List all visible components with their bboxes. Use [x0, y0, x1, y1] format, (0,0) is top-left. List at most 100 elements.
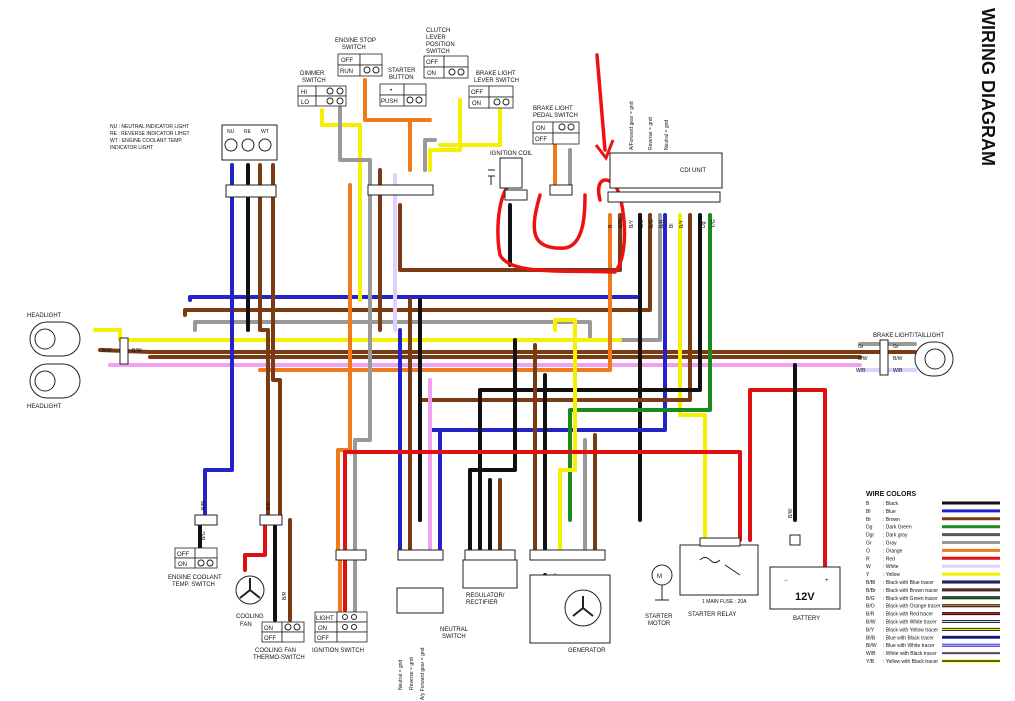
- wire-color-code: W/B: [866, 651, 876, 657]
- svg-text:CLUTCH: CLUTCH: [426, 28, 450, 34]
- indicator-connector: [225, 184, 277, 198]
- wire-color-code: Y/B: [866, 659, 875, 665]
- taillight: BRAKE LIGHT/TAILLIGHT Gr Gr B/W B/W W/B …: [856, 333, 954, 377]
- ignition-coil: IGNITION COIL: [488, 151, 533, 189]
- neutral-indicator-icon: [224, 138, 238, 152]
- svg-text:THERMO-SWITCH: THERMO-SWITCH: [253, 655, 305, 661]
- svg-text:1 MAIN FUSE : 20A: 1 MAIN FUSE : 20A: [702, 599, 747, 605]
- wire-color-name: : Black: [883, 501, 899, 507]
- starter-button: STARTER BUTTON • PUSH: [379, 68, 427, 107]
- svg-text:ON: ON: [264, 626, 273, 632]
- indicator-lights: NU RE WT: [221, 124, 278, 198]
- wire-color-code: Bl/B: [866, 635, 876, 641]
- svg-text:PUSH: PUSH: [381, 99, 398, 105]
- headlight-top-label: HEADLIGHT: [27, 313, 62, 319]
- svg-text:ON: ON: [318, 626, 327, 632]
- headlight-connector: [119, 337, 129, 365]
- wire-color-name: : Black with Brown tracer: [883, 588, 938, 594]
- svg-text:SWITCH: SWITCH: [442, 634, 466, 640]
- wire-color-code: B/O: [866, 604, 875, 610]
- svg-text:LEVER SWITCH: LEVER SWITCH: [474, 78, 519, 84]
- coil-connector: [504, 189, 528, 201]
- wire-color-code: B/W: [866, 620, 876, 626]
- wire-color-code: B/Br: [866, 588, 876, 594]
- wire-color-code: W: [866, 564, 871, 570]
- svg-text:B/W: B/W: [102, 348, 112, 354]
- fan-thermo-switch: ON OFF COOLING FAN THERMO-SWITCH: [253, 621, 305, 661]
- clutch-switch: CLUTCH LEVER POSITION SWITCH OFF ON: [423, 28, 469, 79]
- svg-text:•: •: [390, 88, 392, 94]
- wire-color-code: Dgr: [866, 533, 874, 539]
- svg-text:STARTER: STARTER: [388, 68, 416, 74]
- svg-text:−: −: [784, 578, 788, 584]
- cdi-wire-code: Bl: [669, 224, 675, 228]
- wire-color-code: Dg: [866, 525, 873, 531]
- svg-text:RUN: RUN: [340, 69, 353, 75]
- svg-text:ON: ON: [536, 126, 545, 132]
- headlight-bottom-label: HEADLIGHT: [27, 404, 62, 410]
- wire-color-name: : Brown: [883, 517, 900, 523]
- svg-text:REGULATOR/: REGULATOR/: [466, 593, 505, 599]
- starter-relay: 1 MAIN FUSE : 20A STARTER RELAY: [679, 537, 759, 618]
- svg-text:OFF: OFF: [426, 60, 438, 66]
- taillight-icon: [924, 348, 946, 370]
- cooling-fan: COOLING FAN: [235, 514, 283, 628]
- cdi-wire-code: B/Y: [629, 219, 635, 228]
- indicator-re-label: RE: [244, 129, 252, 135]
- indicator-nu-label: NU: [227, 129, 235, 135]
- legend-line-wt-cont: INDICATOR LIGHT: [110, 145, 153, 151]
- wire-color-name: : Blue with Black tracer: [883, 635, 934, 641]
- indicator-legend: NU : NEUTRAL INDICATOR LIGHT RE : REVERS…: [110, 124, 190, 151]
- wire-color-code: R: [866, 556, 870, 562]
- coolant-indicator-icon: [258, 138, 272, 152]
- svg-text:SWITCH: SWITCH: [342, 45, 366, 51]
- wire-color-name: : White: [883, 564, 899, 570]
- svg-text:NEUTRAL: NEUTRAL: [440, 627, 469, 633]
- wire-color-name: : Black with Blue tracer: [883, 580, 934, 586]
- wire-color-name: : Gray: [883, 541, 897, 547]
- wire-color-code: B/Y: [866, 627, 875, 633]
- cdi-wire-code: B/G: [649, 219, 655, 228]
- legend-line-re: RE : REVERSE INDICATOR LIHGT: [110, 131, 190, 137]
- wire-color-name: : Black with Red tracer: [883, 612, 933, 618]
- brake-lever-switch: BRAKE LIGHT LEVER SWITCH OFF ON: [468, 71, 519, 109]
- wire-code: B/R: [266, 501, 272, 510]
- svg-text:TEMP. SWITCH: TEMP. SWITCH: [172, 582, 215, 588]
- cdi-wire-code: B/W: [618, 218, 624, 228]
- svg-text:ENGINE STOP: ENGINE STOP: [335, 38, 376, 44]
- battery: 12V − + BATTERY B/W: [769, 508, 841, 622]
- svg-text:W/B: W/B: [856, 368, 866, 374]
- wire-color-code: B/G: [866, 596, 875, 602]
- svg-text:ON: ON: [178, 562, 187, 568]
- generator: GENERATOR: [529, 549, 611, 654]
- cdi-wire-code: B: [608, 224, 614, 228]
- regulator-rectifier: REGULATOR/ RECTIFIER: [462, 549, 518, 606]
- pedal-connector: [549, 184, 573, 196]
- svg-text:ENGINE COOLANT: ENGINE COOLANT: [168, 575, 222, 581]
- svg-text:Gr: Gr: [893, 344, 899, 350]
- svg-text:IGNITION SWITCH: IGNITION SWITCH: [312, 648, 364, 654]
- svg-text:STARTER RELAY: STARTER RELAY: [688, 612, 736, 618]
- wire-color-code: Bl/W: [866, 643, 877, 649]
- headlight-bottom-icon: [34, 370, 56, 392]
- svg-text:PEDAL SWITCH: PEDAL SWITCH: [533, 113, 578, 119]
- wire-color-code: B/R: [866, 612, 875, 618]
- svg-text:RECTIFIER: RECTIFIER: [466, 600, 498, 606]
- motor-icon: [651, 564, 673, 586]
- indicator-wt-label: WT: [261, 129, 269, 135]
- wire-color-name: : Black with Green tracer: [883, 596, 938, 602]
- svg-text:+: +: [825, 578, 829, 584]
- cdi-wire-code: Y/G: [711, 219, 717, 228]
- wire-color-name: : Black with Orange tracer: [883, 604, 941, 610]
- svg-text:CDI UNIT: CDI UNIT: [680, 168, 706, 174]
- svg-text:SWITCH: SWITCH: [302, 78, 326, 84]
- svg-text:A/y Forward gear = gnd: A/y Forward gear = gnd: [420, 647, 426, 700]
- svg-text:LEVER: LEVER: [426, 35, 446, 41]
- wire-color-code: Br: [866, 517, 871, 523]
- cdi-wire-code: B/R: [659, 219, 665, 228]
- headlights: HEADLIGHT HEADLIGHT B/W B/W: [27, 313, 142, 410]
- ignition-switch: LIGHT ON OFF IGNITION SWITCH: [312, 549, 368, 654]
